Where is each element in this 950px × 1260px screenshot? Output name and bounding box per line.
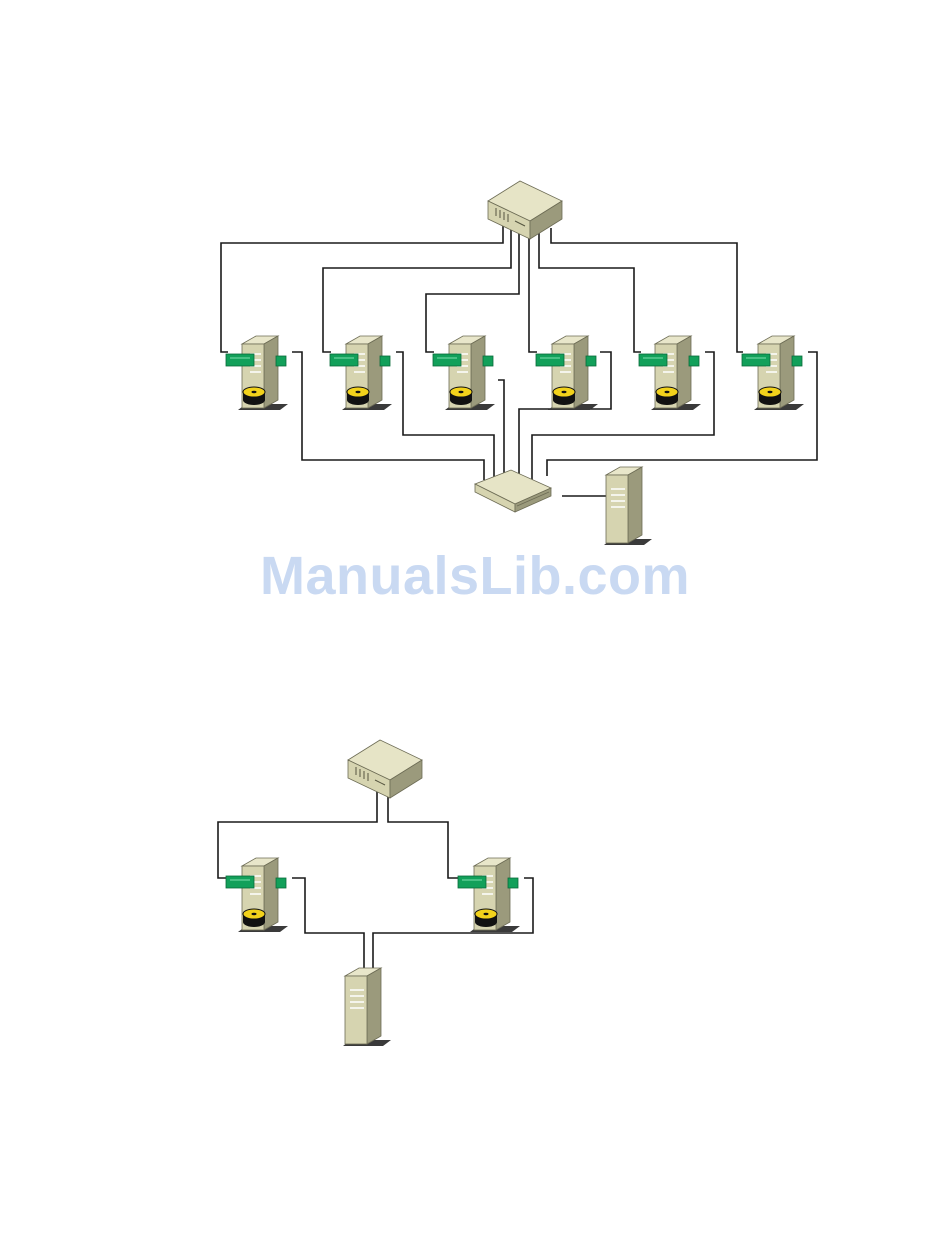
cluster-node-b-icon: [458, 858, 520, 932]
shared-storage-icon: [604, 467, 652, 545]
cluster-node-5-icon: [639, 336, 701, 410]
switch-icon: [475, 470, 551, 512]
two-node-cluster-diagram: [218, 740, 533, 1046]
six-node-cluster-diagram: [221, 181, 817, 545]
cluster-node-1-icon: [226, 336, 288, 410]
hub-wires: [221, 225, 743, 352]
hub-icon-2: [348, 740, 422, 798]
cluster-node-4-icon: [536, 336, 598, 410]
cluster-node-3-icon: [433, 336, 495, 410]
cluster-node-6-icon: [742, 336, 804, 410]
watermark: ManualsLib.com: [0, 545, 950, 607]
shared-storage-icon-2: [343, 968, 391, 1046]
cluster-node-2-icon: [330, 336, 392, 410]
cluster-node-a-icon: [226, 858, 288, 932]
